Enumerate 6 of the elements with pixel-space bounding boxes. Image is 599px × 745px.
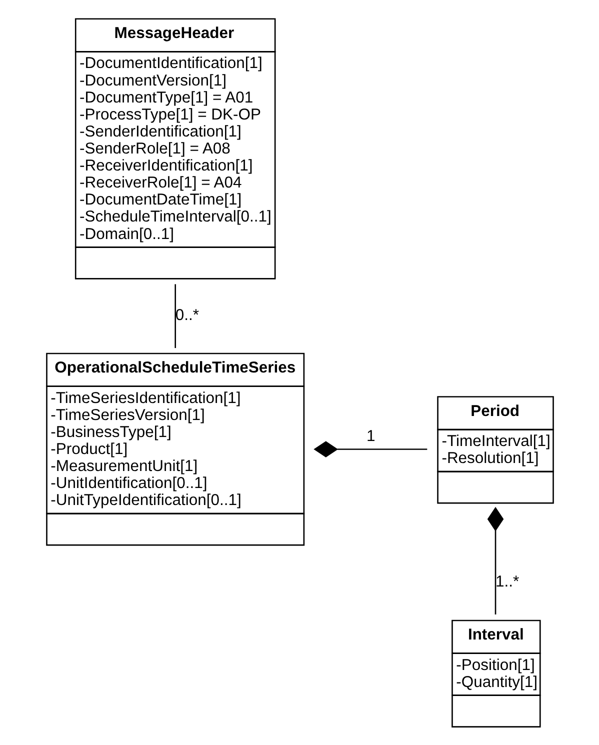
- connector: [313, 441, 427, 458]
- edge-label: 0..*: [174, 307, 198, 324]
- edge-label: 1: [366, 428, 375, 445]
- edge-label: 1..*: [495, 574, 519, 591]
- connector: [174, 284, 176, 348]
- connector: [486, 506, 504, 614]
